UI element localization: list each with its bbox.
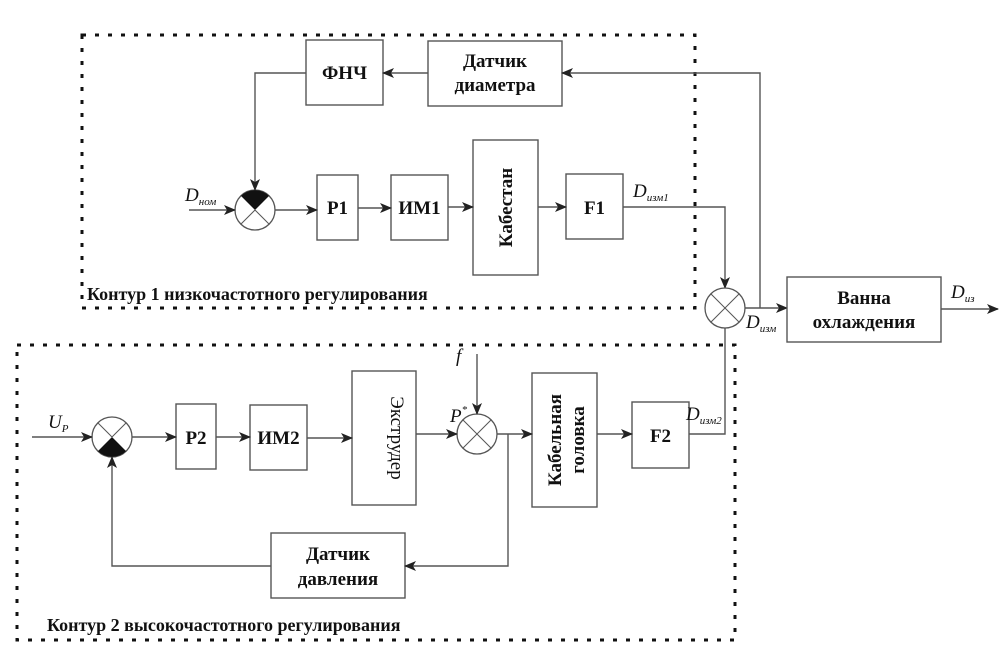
contour1-frame [80, 33, 697, 310]
cable-head-block: Кабельная головка [531, 372, 598, 508]
d-izm2-label: Dизм2 [685, 404, 722, 427]
pressure-sensor-block: Датчик давления [270, 532, 406, 599]
sensor-to-summer2-wire [107, 456, 271, 567]
contour2-caption: Контур 2 высокочастотного регулирования [47, 615, 401, 635]
bath-label-1: Ванна [837, 288, 891, 309]
im1-label: ИМ1 [398, 198, 440, 219]
im2-block: ИМ2 [249, 404, 308, 471]
lpf-label: ФНЧ [322, 63, 367, 84]
p2-block: Р2 [175, 403, 217, 470]
diameter-sensor-label-2: диаметра [454, 75, 536, 96]
d-nom-label: Dном [184, 185, 216, 208]
diameter-sensor-label-1: Датчик [463, 51, 527, 72]
f2-block: F2 [631, 401, 690, 469]
extruder-block: Экструдер [351, 370, 417, 506]
p-star-label: P* [449, 404, 468, 427]
bath-label-2: охлаждения [813, 312, 916, 333]
diameter-sensor-block: Датчик диаметра [427, 40, 563, 107]
capstan-label: Кабестан [496, 168, 517, 247]
summing-junction-2 [91, 416, 133, 458]
pressure-feedback-wire [404, 434, 509, 571]
im2-label: ИМ2 [257, 428, 299, 449]
d-izm1-label: Dизм1 [632, 181, 669, 204]
lpf-to-summer-wire [250, 72, 306, 191]
p1-block: Р1 [316, 174, 359, 241]
extruder-label: Экструдер [386, 396, 407, 479]
cooling-bath-block: Ванна охлаждения [786, 276, 942, 343]
capstan-block: Кабестан [472, 139, 539, 276]
d-iz-label: Dиз [950, 282, 975, 305]
cable-head-label-1: Кабельная [545, 394, 566, 486]
cable-head-label-2: головка [568, 406, 589, 474]
summing-junction-1 [234, 189, 276, 231]
pressure-sensor-label-1: Датчик [306, 544, 370, 565]
f2-to-main-summer-wire [689, 328, 726, 435]
diameter-feedback-wire [561, 68, 761, 308]
f2-label: F2 [650, 426, 671, 447]
f-label: f [456, 346, 464, 367]
p2-label: Р2 [185, 428, 206, 449]
d-izm-label: Dизм [745, 312, 776, 335]
u-p-label: UP [48, 412, 69, 435]
p1-label: Р1 [327, 198, 348, 219]
f1-label: F1 [584, 198, 605, 219]
f1-block: F1 [565, 173, 624, 240]
pressure-sensor-label-2: давления [298, 569, 378, 590]
f1-to-main-summer-wire [623, 206, 730, 289]
contour1-caption: Контур 1 низкочастотного регулирования [87, 284, 428, 304]
disturbance-summing-junction [456, 413, 498, 455]
main-summing-junction [704, 287, 746, 329]
im1-block: ИМ1 [390, 174, 449, 241]
lpf-block: ФНЧ [305, 39, 384, 106]
